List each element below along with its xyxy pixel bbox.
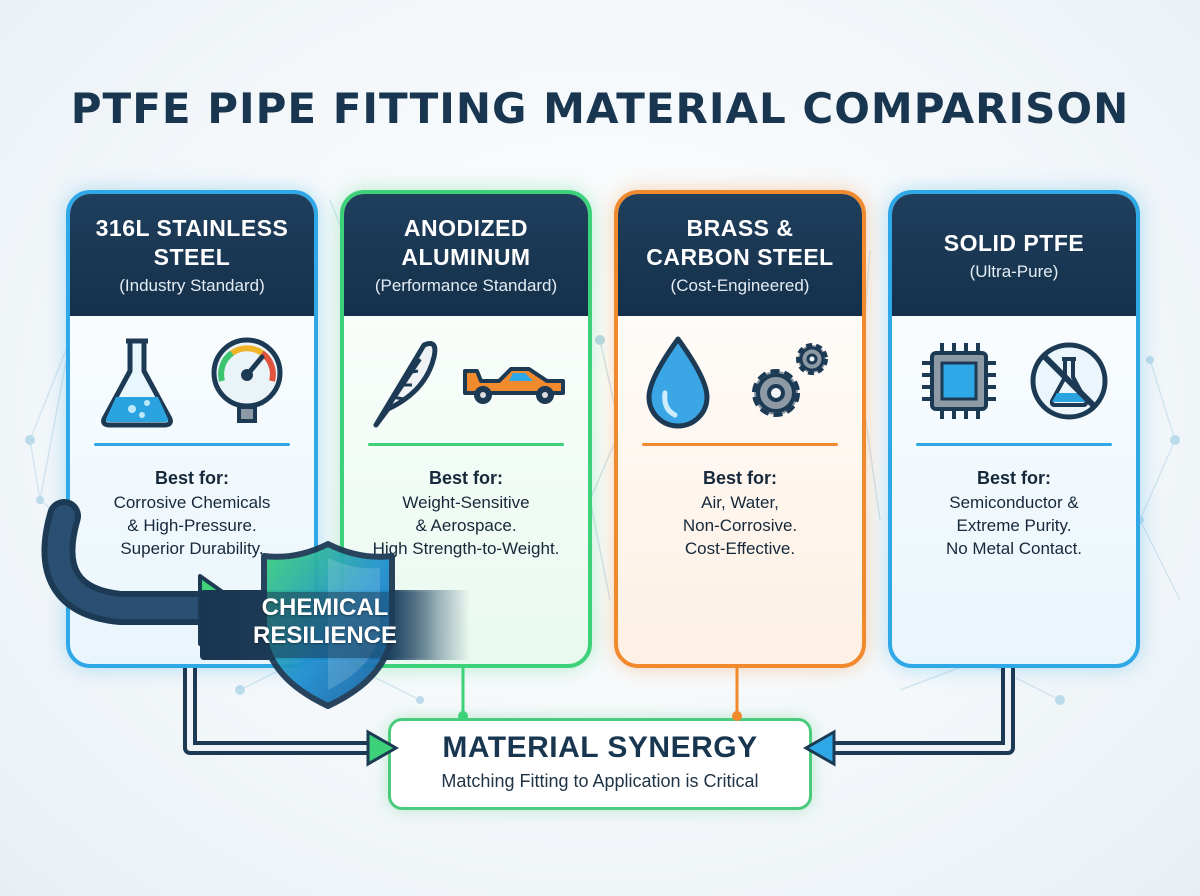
synergy-subtitle: Matching Fitting to Application is Criti… [441, 771, 759, 791]
best-for-line: & Aerospace. [415, 516, 517, 535]
best-for-line: Extreme Purity. [956, 516, 1072, 535]
feather-icon [373, 341, 437, 428]
best-for-line: No Metal Contact. [945, 539, 1083, 558]
page-title: PTFE PIPE FITTING MATERIAL COMPARISON [70, 84, 1130, 133]
water-drop-icon [646, 336, 709, 429]
best-for-line: Semiconductor & [949, 493, 1079, 512]
best-for-line: High Strength-to-Weight. [372, 539, 560, 558]
card-header: 316L STAINLESS STEEL (Industry Standard) [70, 194, 314, 316]
best-for-label: Best for: [976, 468, 1051, 488]
best-for-block: Best for: Air, Water, Non-Corrosive. Cos… [618, 468, 862, 560]
card-anodized-aluminum: ANODIZED ALUMINUM (Performance Standard)… [340, 190, 592, 668]
best-for-line: Cost-Effective. [684, 539, 796, 558]
material-synergy-box: MATERIAL SYNERGY Matching Fitting to App… [388, 718, 812, 810]
card-brass-carbon-steel: BRASS & CARBON STEEL (Cost-Engineered) B… [614, 190, 866, 668]
card-subtitle: (Industry Standard) [119, 276, 265, 295]
card-divider [94, 443, 290, 446]
chemical-resilience-callout: CHEMICAL RESILIENCE [230, 594, 420, 656]
card-divider [368, 443, 564, 446]
best-for-line: & High-Pressure. [127, 516, 257, 535]
best-for-label: Best for: [428, 468, 503, 488]
microchip-icon [922, 343, 996, 419]
card-title: 316L STAINLESS STEEL [95, 215, 289, 270]
best-for-block: Best for: Semiconductor & Extreme Purity… [892, 468, 1136, 560]
best-for-block: Best for: Corrosive Chemicals & High-Pre… [70, 468, 314, 560]
card-header: ANODIZED ALUMINUM (Performance Standard) [344, 194, 588, 316]
best-for-line: Non-Corrosive. [682, 516, 798, 535]
callout-line: RESILIENCE [252, 622, 398, 649]
best-for-line: Air, Water, [701, 493, 779, 512]
best-for-block: Best for: Weight-Sensitive & Aerospace. … [344, 468, 588, 560]
best-for-line: Corrosive Chemicals [113, 493, 271, 512]
race-car-icon [462, 367, 565, 404]
card-divider [916, 443, 1112, 446]
card-header: SOLID PTFE (Ultra-Pure) [892, 194, 1136, 316]
best-for-label: Best for: [154, 468, 229, 488]
card-subtitle: (Ultra-Pure) [969, 261, 1059, 281]
card-title: SOLID PTFE [943, 229, 1085, 256]
card-title: BRASS & CARBON STEEL [646, 215, 834, 270]
card-divider [642, 443, 838, 446]
synergy-title: MATERIAL SYNERGY [442, 731, 758, 764]
best-for-line: Weight-Sensitive [402, 493, 530, 512]
card-subtitle: (Performance Standard) [374, 276, 558, 295]
pressure-gauge-icon [211, 337, 283, 423]
callout-line: CHEMICAL [261, 594, 389, 621]
best-for-line: Superior Durability. [120, 539, 264, 558]
card-subtitle: (Cost-Engineered) [670, 276, 810, 295]
flask-icon [101, 338, 173, 428]
best-for-label: Best for: [702, 468, 777, 488]
gears-icon [751, 343, 828, 417]
card-title: ANODIZED ALUMINUM [401, 215, 531, 270]
card-header: BRASS & CARBON STEEL (Cost-Engineered) [618, 194, 862, 316]
no-metal-contact-icon [1030, 342, 1108, 420]
card-solid-ptfe: SOLID PTFE (Ultra-Pure) Best for: Semico… [888, 190, 1140, 668]
